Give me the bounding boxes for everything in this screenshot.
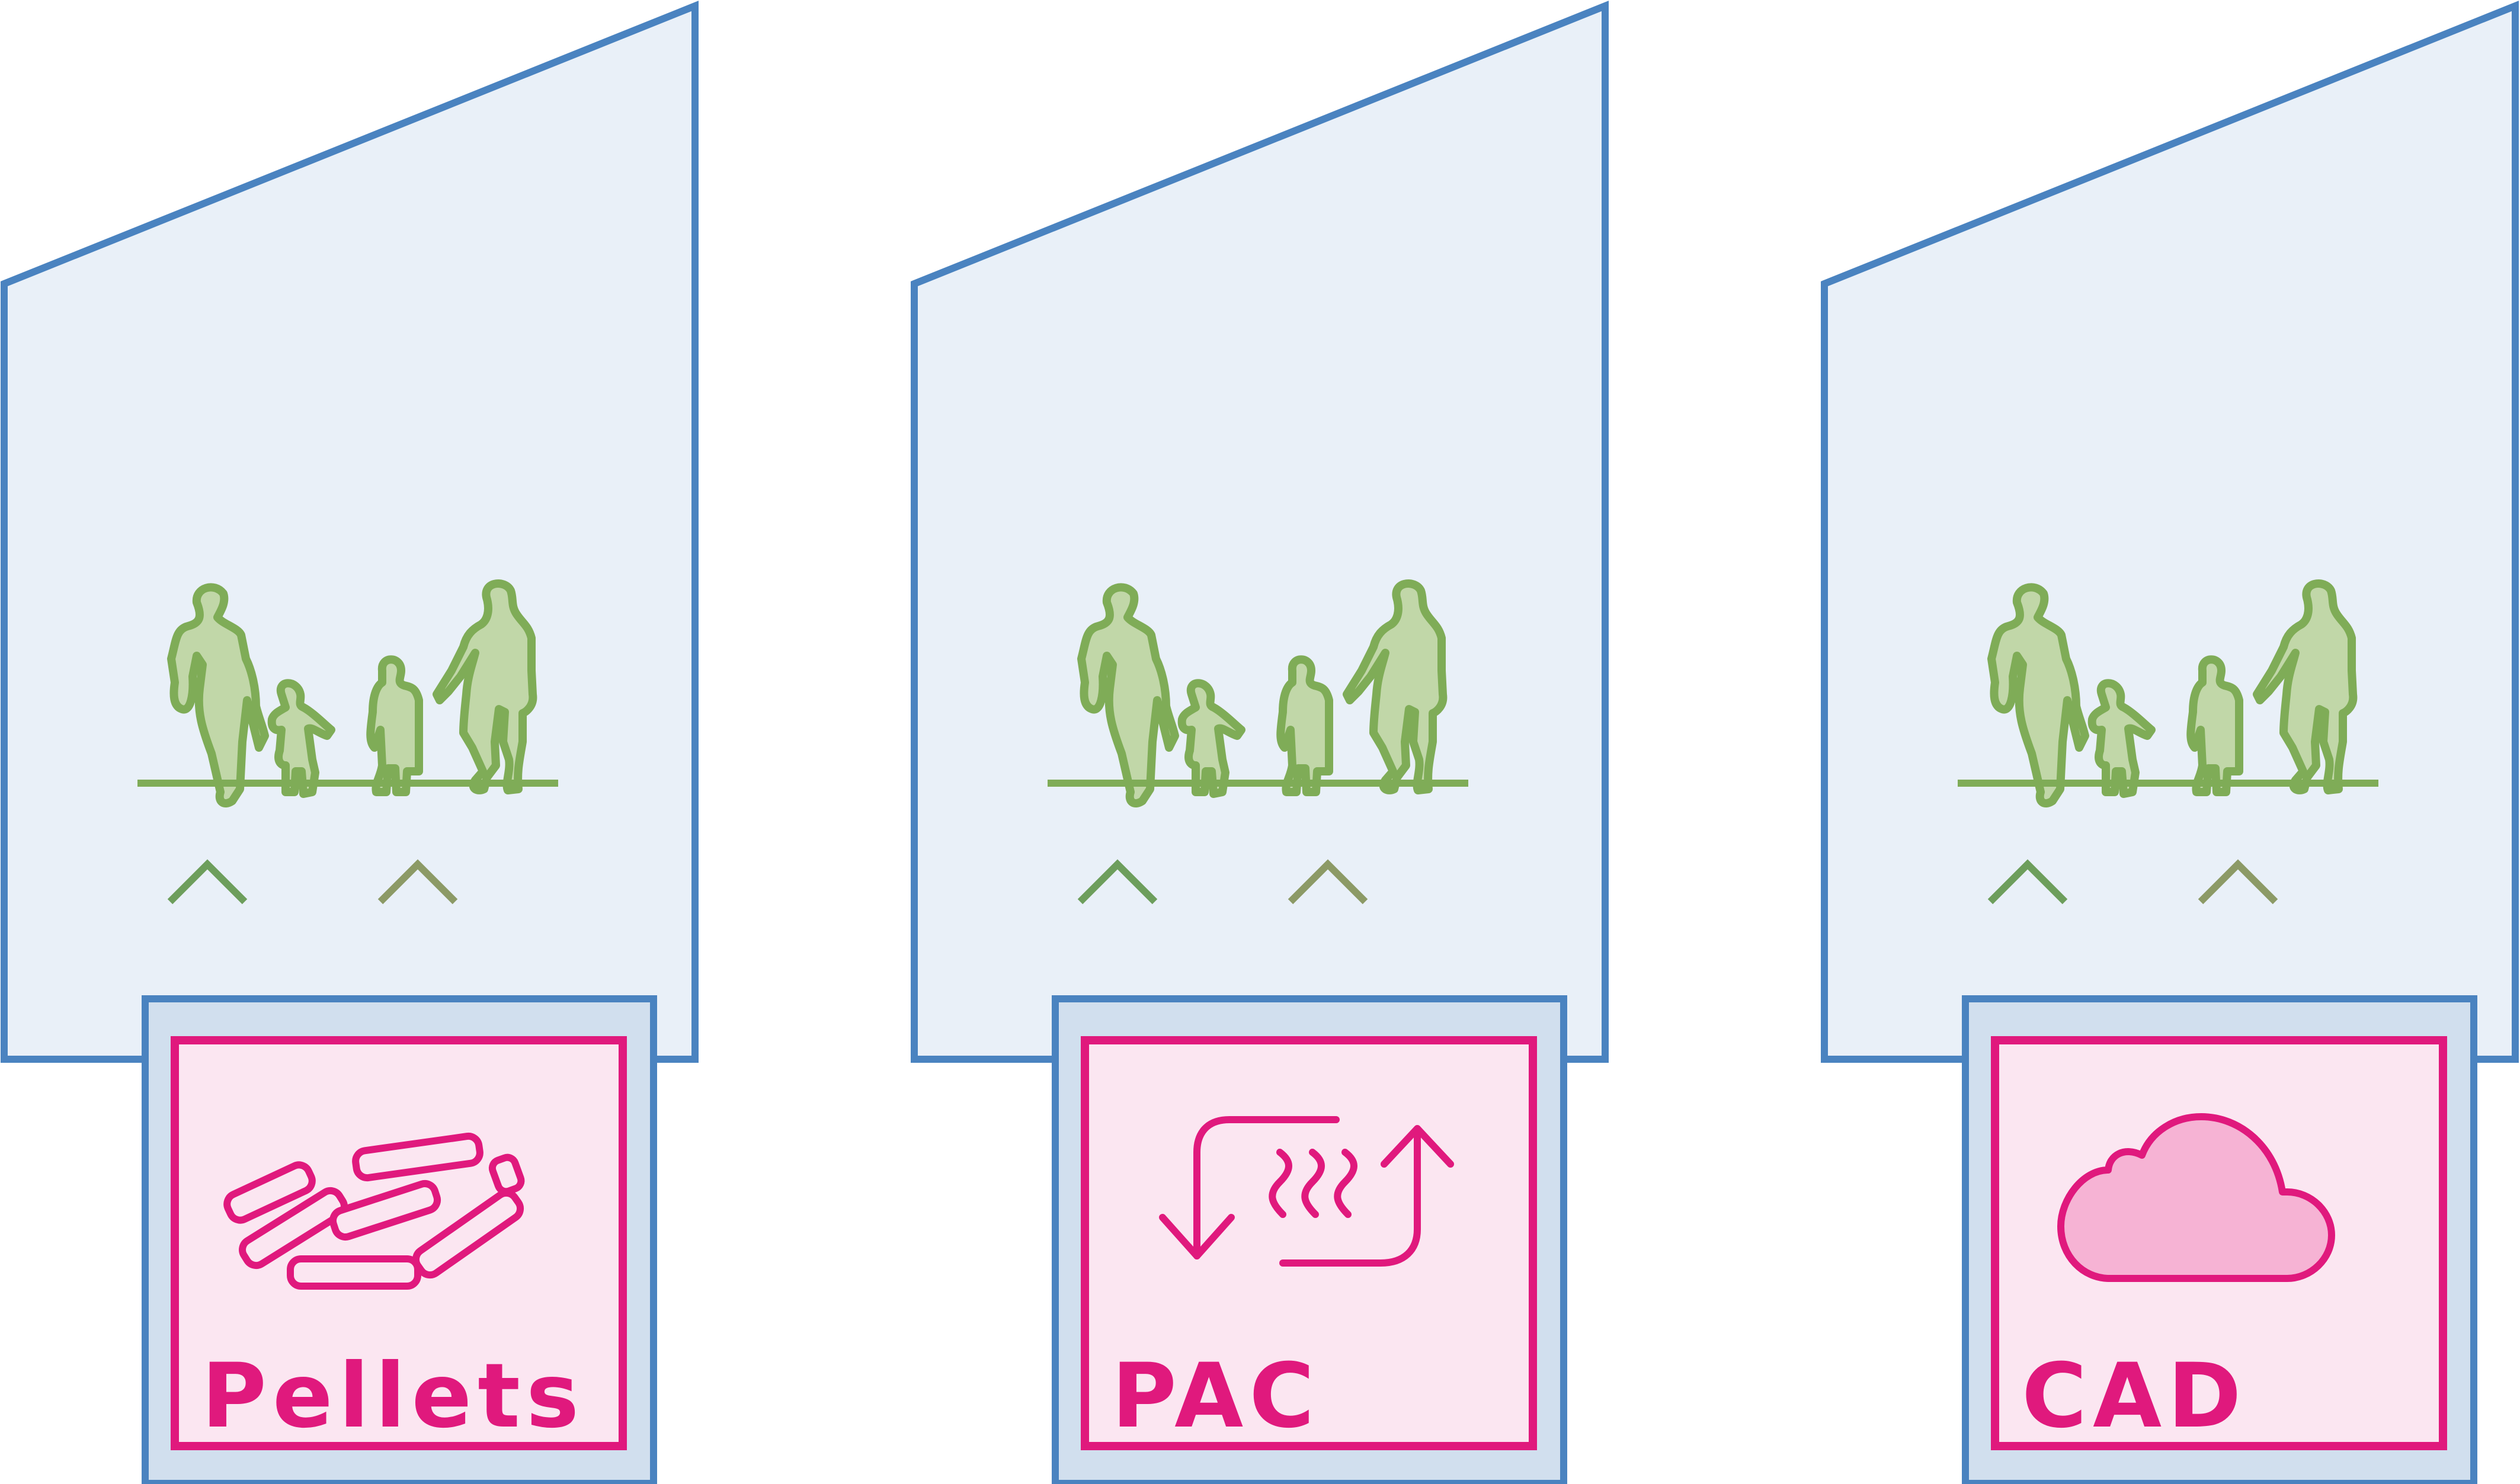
heating-label: CAD — [2022, 1345, 2247, 1448]
house-shape — [911, 1, 1609, 1063]
pellets-icon — [223, 1132, 525, 1290]
panel-cad: CAD — [1821, 1, 2519, 1484]
cloud-icon — [2057, 1113, 2335, 1282]
house-shape — [1821, 1, 2519, 1063]
heating-label: Pellets — [201, 1345, 585, 1448]
panel-pac: PAC — [911, 1, 1609, 1484]
house-shape — [0, 1, 699, 1063]
panel-pellets: Pellets — [0, 1, 699, 1484]
heating-label: PAC — [1112, 1345, 1320, 1448]
heat-pump-icon — [1159, 1116, 1454, 1267]
heating-box — [1081, 1036, 1537, 1450]
